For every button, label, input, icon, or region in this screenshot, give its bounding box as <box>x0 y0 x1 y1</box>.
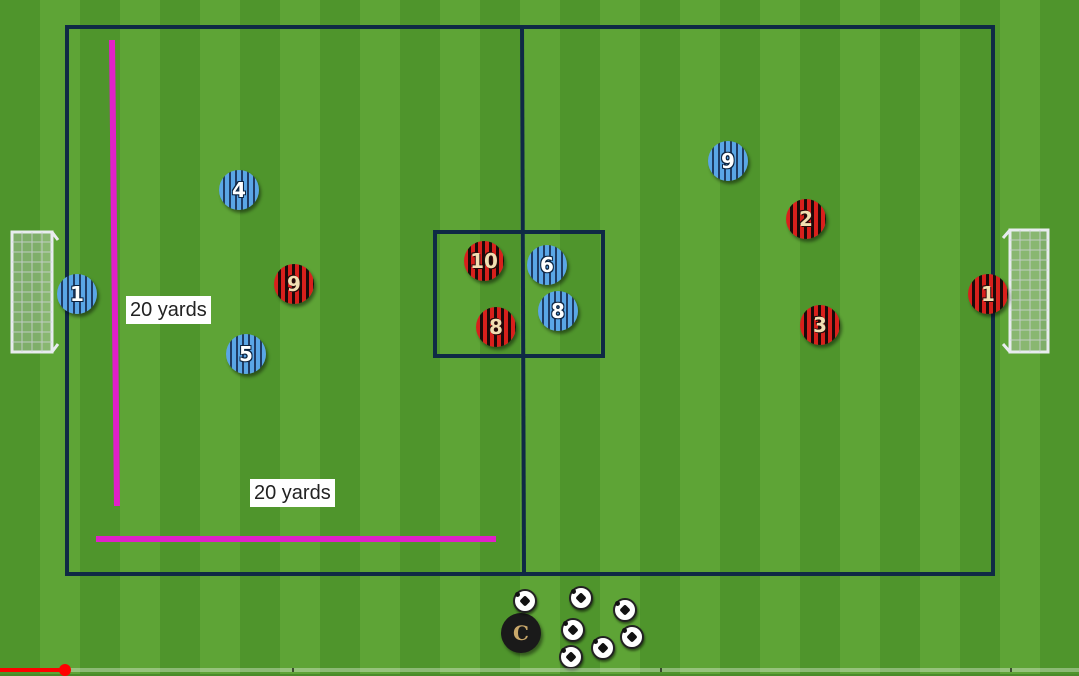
video-progress-fill <box>0 668 65 672</box>
blue-player-4: 4 <box>219 170 259 210</box>
soccer-ball-icon <box>513 589 537 613</box>
soccer-ball-icon <box>613 598 637 622</box>
blue-player-8: 8 <box>538 291 578 331</box>
soccer-ball-icon <box>620 625 644 649</box>
vertical-distance-label: 20 yards <box>126 296 211 324</box>
blue-player-9: 9 <box>708 141 748 181</box>
red-goalkeeper: 1 <box>968 274 1008 314</box>
video-scrubber-handle[interactable] <box>59 664 71 676</box>
horizontal-distance-label: 20 yards <box>250 479 335 507</box>
red-player-10: 10 <box>464 241 504 281</box>
soccer-ball-icon <box>559 645 583 669</box>
red-player-3: 3 <box>800 305 840 345</box>
red-player-8: 8 <box>476 307 516 347</box>
red-player-9: 9 <box>274 264 314 304</box>
video-progress-bar[interactable] <box>0 664 1079 676</box>
chapter-marker <box>292 668 294 672</box>
red-player-2: 2 <box>786 199 826 239</box>
blue-player-6: 6 <box>527 245 567 285</box>
blue-player-5: 5 <box>226 334 266 374</box>
blue-goalkeeper: 1 <box>57 274 97 314</box>
chapter-marker <box>660 668 662 672</box>
coach-marker: C <box>501 613 541 653</box>
chapter-marker <box>1010 668 1012 672</box>
soccer-ball-icon <box>561 618 585 642</box>
soccer-ball-icon <box>591 636 615 660</box>
soccer-ball-icon <box>569 586 593 610</box>
